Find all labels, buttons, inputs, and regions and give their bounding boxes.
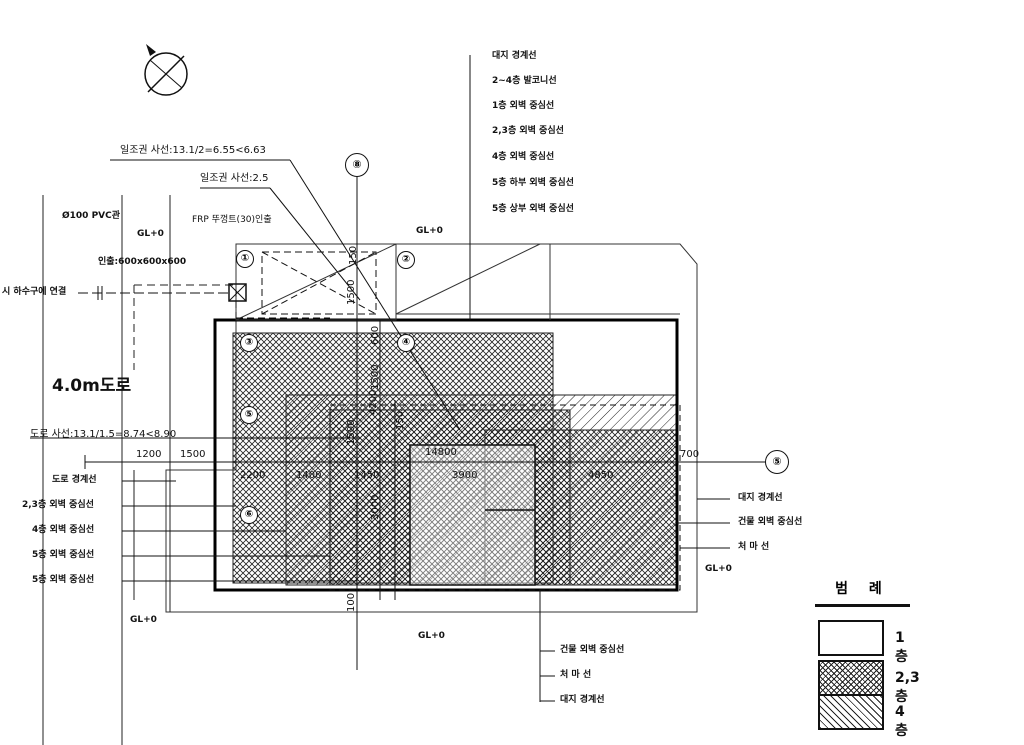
legend-label: 4 층	[895, 704, 908, 739]
leader-label: 처 마 선	[560, 670, 592, 680]
sunlight-line-2	[269, 187, 361, 301]
dimension-text: 700	[680, 449, 700, 460]
bottom-leaders	[539, 590, 555, 702]
frp-cover-label: FRP 뚜껑트(30)인출	[192, 215, 272, 225]
dimension-text: 14800	[425, 447, 457, 458]
leader-label: 4층 외벽 중심선	[492, 152, 555, 162]
setback-diagonal-2	[235, 243, 397, 321]
legend-label: 2,3층	[895, 670, 920, 705]
legend-swatch-2-3f	[818, 660, 884, 696]
legend-title: 범 례	[815, 578, 910, 607]
grid-mark: ③	[240, 334, 258, 352]
dimension-text: 1450	[354, 470, 380, 481]
section-marker: ⑤	[765, 450, 789, 474]
section-marker: ⑧	[345, 153, 369, 177]
leader-label: 도로 경계선	[52, 475, 97, 485]
sunlight-note-2: 일조권 사선:2.5	[200, 173, 269, 184]
dimension-text: 4850	[588, 470, 614, 481]
dimension-text: 1500	[346, 279, 357, 305]
site-boundary	[165, 243, 698, 613]
leader-label: 5층 외벽 중심선	[32, 550, 95, 560]
sewer-line	[78, 286, 230, 300]
dimension-text: 1400	[296, 470, 322, 481]
grid-mark: ④	[397, 334, 415, 352]
dimension-text: 3000	[370, 494, 381, 520]
leader-label: 2,3층 외벽 중심선	[22, 500, 94, 510]
grid-mark: ②	[397, 251, 415, 269]
sunlight-note-1: 일조권 사선:13.1/2=6.55<6.63	[120, 145, 266, 156]
road-setback-note: 도로 사선:13.1/1.5=8.74<8.90	[30, 429, 177, 440]
dimension-text: 150	[395, 410, 406, 430]
leader-label: 5층 상부 외벽 중심선	[492, 204, 574, 214]
ground-level-label: GL+0	[137, 229, 164, 239]
manhole-label: 인출:600x600x600	[98, 257, 187, 267]
leader-label: 2~4층 발코니선	[492, 76, 557, 86]
dimension-text: 100	[346, 592, 357, 612]
stair-core	[409, 444, 536, 586]
leader-label: 대지 경계선	[560, 695, 605, 705]
dimension-text: 600	[370, 325, 381, 345]
left-leaders	[122, 480, 357, 582]
grid-mark: ⑥	[240, 506, 258, 524]
right-leaders	[677, 498, 730, 549]
ground-level-label: GL+0	[130, 615, 157, 625]
legend-swatch-4f	[818, 694, 884, 730]
leader-label: 처 마 선	[738, 542, 770, 552]
ground-level-label: GL+0	[416, 226, 443, 236]
first-floor-upper	[235, 243, 397, 321]
grid-mark: ⑤	[240, 406, 258, 424]
sewer-connection-label: 시 하수구에 연결	[2, 287, 67, 297]
leader-label: 건물 외벽 중심선	[560, 645, 625, 655]
road-name: 4.0m도로	[52, 376, 132, 396]
leader-label: 5층 외벽 중심선	[32, 575, 95, 585]
pvc-pipe-label: Ø100 PVC관	[62, 211, 121, 221]
sunlight-line-1	[289, 159, 461, 431]
leader-label: 4층 외벽 중심선	[32, 525, 95, 535]
leader-label: 1층 외벽 중심선	[492, 101, 555, 111]
ground-level-label: GL+0	[705, 564, 732, 574]
leader-label: 대지 경계선	[492, 51, 537, 61]
dimension-text: 1500	[346, 419, 357, 445]
dimension-text: 1500	[180, 449, 206, 460]
dimension-text: 150	[348, 245, 359, 265]
north-arrow-icon	[144, 44, 188, 96]
dimension-text: 1500	[370, 364, 381, 390]
leader-label: 5층 하부 외벽 중심선	[492, 178, 574, 188]
dimension-text: 2200	[240, 470, 266, 481]
leader-label: 대지 경계선	[738, 493, 783, 503]
leader-label: 건물 외벽 중심선	[738, 517, 803, 527]
leader-label: 2,3층 외벽 중심선	[492, 126, 564, 136]
legend-swatch-1f	[818, 620, 884, 656]
ground-level-label: GL+0	[418, 631, 445, 641]
grid-mark: ①	[236, 250, 254, 268]
building-outline	[213, 318, 679, 592]
eave-dashed-right	[329, 404, 681, 591]
dimension-text: 4200	[368, 389, 379, 415]
frp-cover-area	[261, 251, 377, 315]
manhole-icon	[228, 283, 247, 302]
setback-diagonal	[395, 243, 541, 315]
dimension-text: 1200	[136, 449, 162, 460]
legend-label: 1 층	[895, 630, 908, 665]
dimension-text: 3900	[452, 470, 478, 481]
